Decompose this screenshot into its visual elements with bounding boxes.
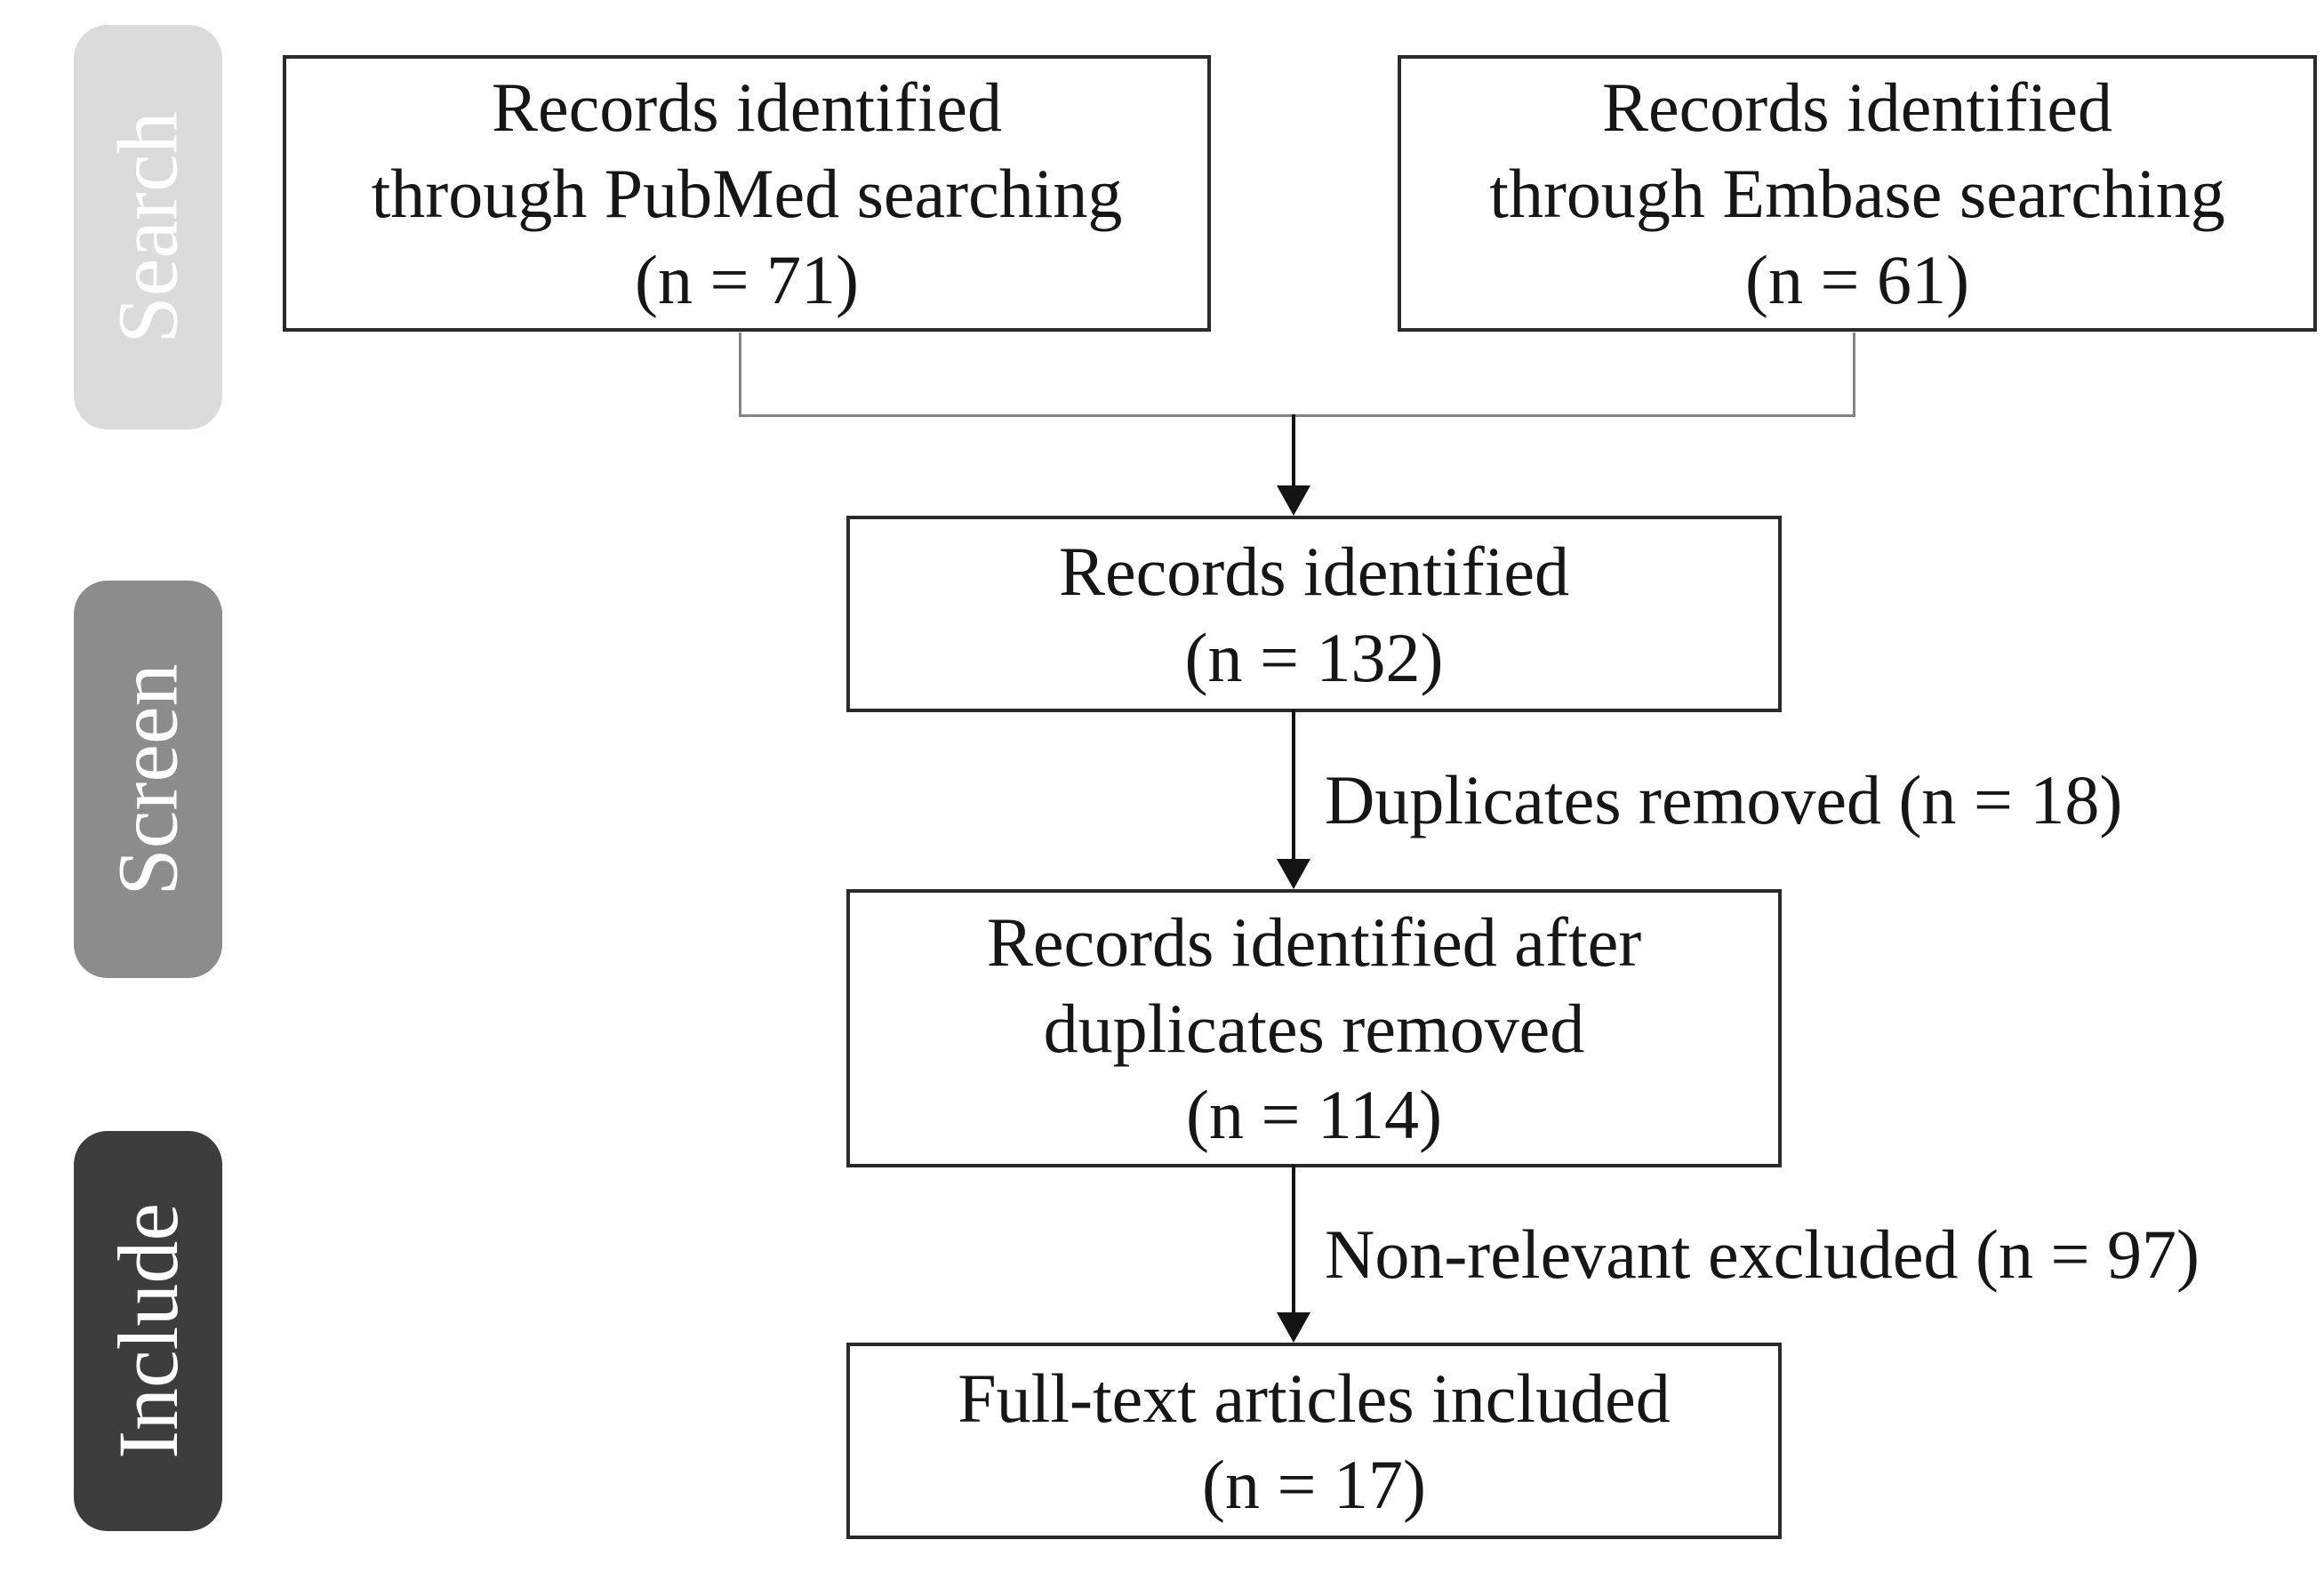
arrow-to-identified-stem xyxy=(1292,414,1295,487)
stage-screen-label: Screen xyxy=(100,662,196,896)
stage-include-pill: Include xyxy=(74,1131,222,1531)
edge-label-non-relevant-excluded: Non-relevant excluded (n = 97) xyxy=(1325,1215,2200,1293)
box-records-identified-text: Records identified (n = 132) xyxy=(1059,532,1569,696)
stage-include-label: Include xyxy=(100,1203,196,1459)
box-fulltext-included: Full-text articles included (n = 17) xyxy=(846,1343,1782,1539)
box-records-deduplicated-text: Records identified after duplicates remo… xyxy=(986,903,1642,1153)
connector-right-stub xyxy=(1853,333,1855,417)
box-records-pubmed: Records identified through PubMed search… xyxy=(283,55,1211,332)
box-fulltext-included-text: Full-text articles included (n = 17) xyxy=(958,1359,1671,1523)
box-records-pubmed-text: Records identified through PubMed search… xyxy=(371,68,1123,318)
arrow-to-deduplicated-stem xyxy=(1292,710,1295,861)
connector-merge-bar xyxy=(739,414,1855,417)
box-records-embase: Records identified through Embase search… xyxy=(1398,55,2317,332)
box-records-embase-text: Records identified through Embase search… xyxy=(1489,68,2225,318)
arrow-to-deduplicated-head xyxy=(1277,859,1310,889)
edge-label-duplicates-removed: Duplicates removed (n = 18) xyxy=(1325,761,2123,838)
connector-left-stub xyxy=(739,333,741,417)
box-records-deduplicated: Records identified after duplicates remo… xyxy=(846,889,1782,1167)
arrow-to-included-stem xyxy=(1292,1165,1295,1314)
box-records-identified: Records identified (n = 132) xyxy=(846,516,1782,712)
stage-screen-pill: Screen xyxy=(74,581,222,978)
arrow-to-identified-head xyxy=(1277,485,1310,516)
stage-search-pill: Search xyxy=(74,25,222,429)
stage-search-label: Search xyxy=(100,110,196,344)
arrow-to-included-head xyxy=(1277,1312,1310,1343)
